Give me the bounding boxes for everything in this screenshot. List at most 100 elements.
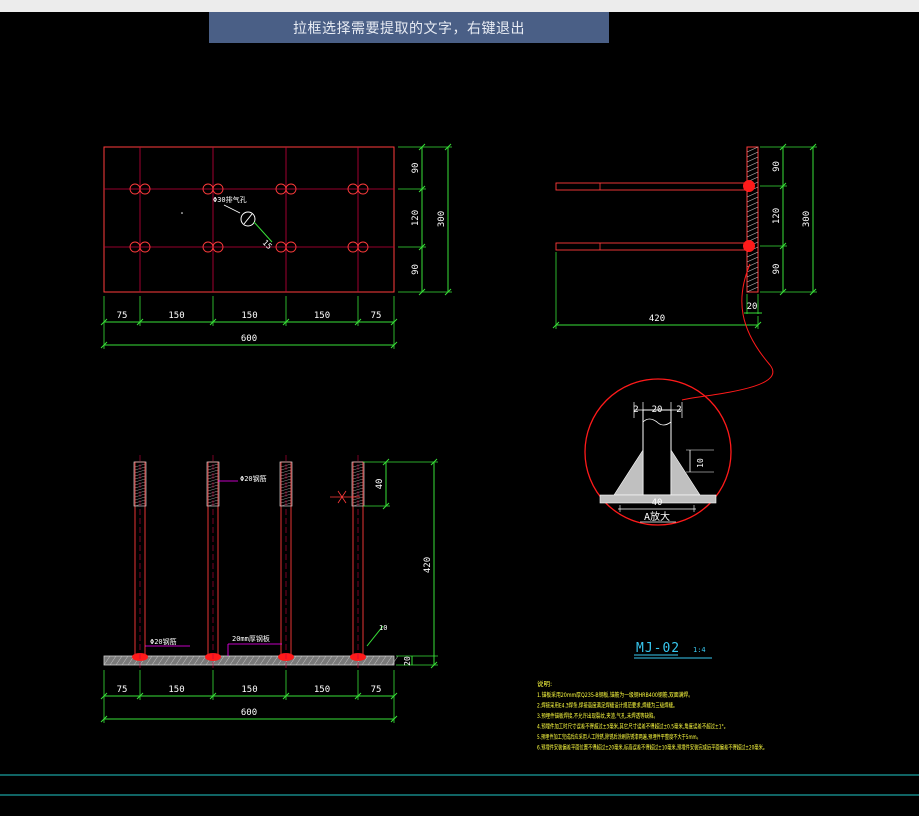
note-item: 3.预埋件锚板焊接,不允许出现裂纹,夹渣,气孔,未焊透等缺陷。 — [537, 712, 658, 720]
plate-hatch — [746, 221, 759, 228]
dim-tick — [390, 318, 398, 326]
vent-hole-icon — [240, 211, 256, 227]
dim-tick — [282, 318, 290, 326]
plate-hatch — [325, 655, 333, 666]
plate-hatch — [343, 655, 351, 666]
dim-tick — [209, 318, 217, 326]
rebar-break-line — [642, 418, 672, 426]
rebar-circle — [285, 183, 297, 195]
plate-hatch — [199, 655, 207, 666]
weld-leader — [366, 625, 384, 647]
plate-hatch — [746, 286, 759, 293]
detail-plate — [599, 494, 717, 504]
dim-tick — [418, 288, 426, 296]
plate-hatch — [746, 266, 759, 273]
dim-tick — [282, 692, 290, 700]
dim-tick — [390, 715, 398, 723]
section-length: 420 — [649, 314, 665, 324]
plate-hatch — [271, 655, 279, 666]
command-line-area — [0, 774, 919, 796]
drawing-name: MJ-02 — [636, 641, 680, 656]
plate-hatch — [151, 655, 159, 666]
plan-dim-bottom: 75 — [371, 311, 382, 321]
plate-hatch — [301, 655, 309, 666]
plan-dim-right: 90 — [411, 163, 421, 174]
detail-a-label: A放大 — [644, 510, 670, 523]
plate-hatch — [295, 655, 303, 666]
notes-block: 说明:1.锚板采用20mm厚Q235-B钢板,锚筋为一级钢HRB400钢筋,双面… — [537, 679, 767, 752]
plate-hatch — [385, 655, 393, 666]
plate-hatch — [115, 655, 123, 666]
plate-hatch — [307, 655, 315, 666]
plate-hatch — [253, 655, 261, 666]
rebar-thread — [280, 487, 292, 492]
weld-fillet-right — [670, 448, 701, 496]
plate-hatch — [169, 655, 177, 666]
note-item: 2.焊接采用E4.3焊条,焊接高度满足焊缝设计规范要求,焊缝为三级焊缝。 — [537, 702, 677, 710]
plate-hatch — [746, 216, 759, 223]
weld-bead — [743, 240, 755, 252]
plate-hatch — [746, 156, 759, 163]
section-rebar — [555, 182, 748, 191]
detail-dim-width-text: 40 — [652, 498, 663, 508]
elev-dim-bottom: 150 — [241, 685, 257, 695]
section-dim-20: 20 — [747, 302, 758, 312]
bar-label-bottom: Φ20钢筋 — [150, 637, 177, 646]
bar-label-top: Φ20钢筋 — [240, 474, 267, 483]
plan-dim-right: 120 — [411, 210, 421, 226]
rebar-circle — [285, 241, 297, 253]
notes-heading: 说明: — [537, 679, 552, 688]
plate-hatch — [235, 655, 243, 666]
rebar-thread — [207, 478, 219, 483]
section-dim-right: 120 — [772, 208, 782, 224]
plate-hatch — [109, 655, 117, 666]
rebar-thread — [207, 496, 219, 501]
plate-hatch — [746, 256, 759, 263]
rebar-thread — [352, 496, 364, 501]
dim-tick — [779, 288, 787, 296]
plate-hatch — [175, 655, 183, 666]
dim-tick — [382, 458, 390, 466]
plate-hatch — [319, 655, 327, 666]
plate-hatch — [331, 655, 339, 666]
weld-fillet-left — [613, 448, 644, 496]
section-total-height: 300 — [802, 211, 812, 227]
plate-hatch — [746, 211, 759, 218]
selection-prompt-bar: 拉框选择需要提取的文字，右键退出 — [209, 12, 609, 43]
dim-tick — [354, 692, 362, 700]
rebar-circle — [212, 183, 224, 195]
note-item: 5.预埋件加工完成后应采用人工除锈,除锈后涂刷防锈漆两遍,预埋件平整度不大于5m… — [537, 733, 701, 741]
plate-hatch — [379, 655, 387, 666]
elev-dim-bottom: 75 — [117, 685, 128, 695]
plan-dim-bottom: 150 — [314, 311, 330, 321]
dim-tick — [390, 341, 398, 349]
dim-tick — [100, 715, 108, 723]
plate-hatch — [746, 276, 759, 283]
anchor-plate-outline — [103, 146, 395, 293]
rebar-thread — [134, 478, 146, 483]
plate-hatch — [746, 196, 759, 203]
weld-bead — [743, 180, 755, 192]
dim-tick — [354, 318, 362, 326]
dim-tick — [418, 243, 426, 251]
plate-hatch — [229, 655, 237, 666]
dim-tick — [382, 502, 390, 510]
plan-dim-bottom: 150 — [241, 311, 257, 321]
dim-tick — [444, 143, 452, 151]
plan-total-width: 600 — [241, 334, 257, 344]
rebar-thread — [207, 487, 219, 492]
plan-dim-bottom: 150 — [168, 311, 184, 321]
plate-hatch — [265, 655, 273, 666]
dim-tick — [418, 185, 426, 193]
detail-dim-right: 2 — [676, 405, 681, 415]
vent-hole-label: Φ30排气孔 — [213, 195, 247, 204]
dim-tick — [209, 692, 217, 700]
plate-hatch — [746, 166, 759, 173]
dim-tick — [136, 692, 144, 700]
plate-hatch — [259, 655, 267, 666]
rebar-thread — [134, 496, 146, 501]
